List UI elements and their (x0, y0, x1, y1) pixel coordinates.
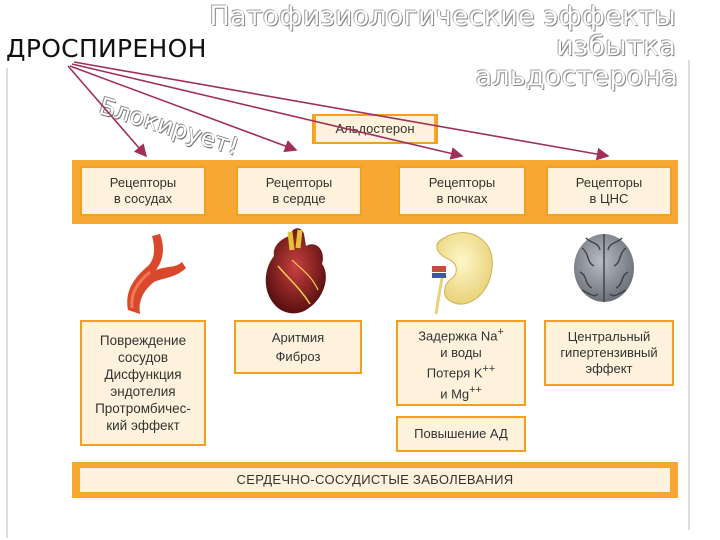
brain-icon (574, 234, 634, 302)
title-line-1: Патофизиологические эффекты избытка (209, 1, 676, 62)
arrow-to-cns (73, 61, 610, 161)
receptor-label-kidneys: Рецепторы в почках (428, 175, 496, 206)
aldosterone-label: Альдостерон (335, 121, 415, 136)
receptor-box-cns: Рецепторы в ЦНС (546, 166, 672, 216)
effect-label-cns: Центральный гипертензивный эффект (560, 329, 658, 376)
effect-label-heart: Аритмия Фиброз (271, 330, 325, 364)
receptor-label-cns: Рецепторы в ЦНС (575, 175, 643, 206)
bp-box: Повышение АД (396, 416, 526, 452)
receptor-label-heart: Рецепторы в сердце (265, 175, 333, 206)
effect-box-heart: Аритмия Фиброз (234, 320, 362, 374)
frame-left-line (6, 68, 8, 538)
aldosterone-box: Альдостерон (312, 114, 438, 144)
na-label: Задержка Na (418, 328, 498, 344)
receptor-box-vessels: Рецепторы в сосудах (80, 166, 206, 216)
effect-box-cns: Центральный гипертензивный эффект (544, 320, 674, 386)
page-title: Патофизиологические эффекты избытка альд… (90, 2, 680, 92)
frame-right-line (688, 60, 690, 530)
bottom-label: СЕРДЕЧНО-СОСУДИСТЫЕ ЗАБОЛЕВАНИЯ (80, 468, 670, 492)
effect-box-kidneys: Задержка Na+ и воды Потеря K++ и Mg++ (396, 320, 526, 406)
mg-label: и Mg (440, 385, 470, 401)
effect-box-vessels: Повреждение сосудов Дисфункция эндотелия… (80, 320, 206, 446)
receptor-label-vessels: Рецепторы в сосудах (109, 175, 177, 206)
heart-icon (265, 228, 326, 314)
kidney-effect-text: Задержка Na+ и воды Потеря K++ и Mg++ (398, 322, 524, 404)
effect-label-vessels: Повреждение сосудов Дисфункция эндотелия… (95, 333, 191, 433)
kidney-icon (432, 232, 493, 315)
arrow-to-kidneys (71, 63, 464, 160)
bp-label: Повышение АД (414, 426, 508, 441)
receptor-box-heart: Рецепторы в сердце (236, 166, 362, 216)
receptor-box-kidneys: Рецепторы в почках (398, 166, 526, 216)
title-line-2: альдостерона (475, 61, 678, 92)
k-label: Потеря K (426, 365, 483, 381)
block-arrows (67, 61, 610, 161)
drug-name: ДРОСПИРЕНОН (6, 34, 207, 63)
water-label: и воды (440, 345, 482, 361)
vessel-icon (127, 234, 186, 314)
arrow-to-heart (69, 65, 298, 153)
na-sup: + (497, 326, 504, 338)
arrow-to-vessels (67, 65, 148, 158)
mg-sup: ++ (469, 383, 482, 396)
k-sup: ++ (482, 363, 496, 376)
